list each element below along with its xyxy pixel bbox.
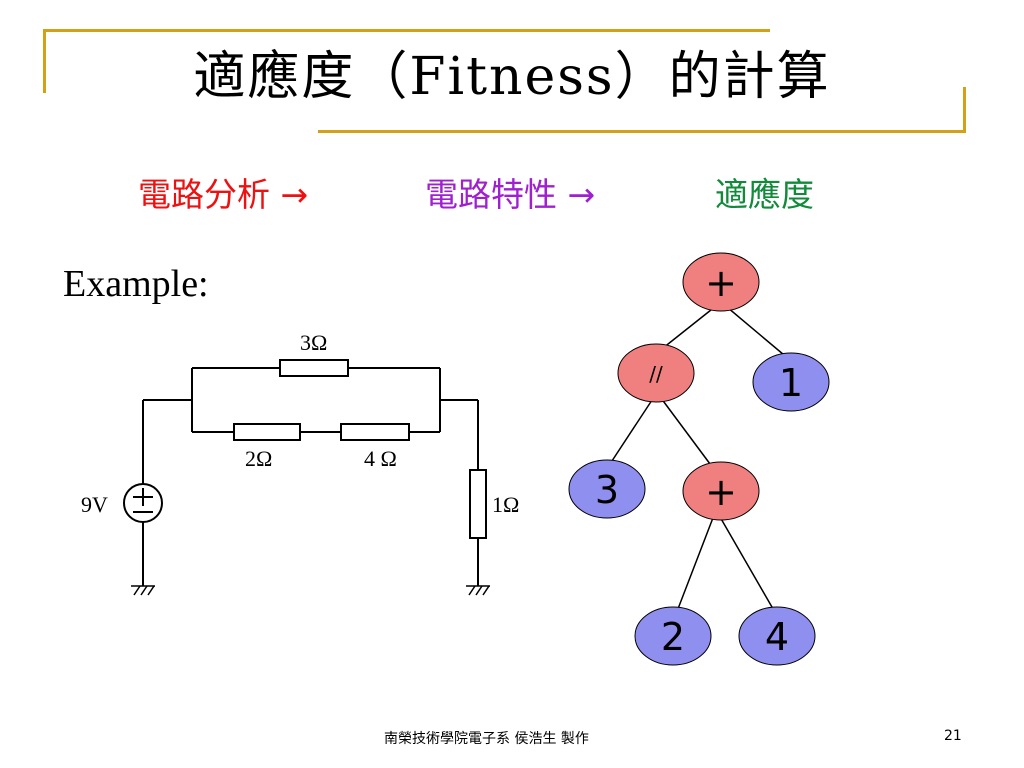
label-r-top: 3Ω: [300, 330, 327, 355]
tree-node-root-label: +: [705, 261, 737, 305]
tree-node-divide-label: //: [649, 362, 663, 386]
frame-left-line: [43, 29, 46, 93]
tree-node-three-label: 3: [595, 468, 619, 512]
frame-right-line: [963, 87, 966, 133]
slide-title: 適應度（Fitness）的計算: [193, 47, 831, 107]
flow-step-characteristics: 電路特性 →: [425, 175, 596, 214]
tree-node-four: 4: [738, 606, 816, 666]
tree-node-divide: //: [617, 343, 695, 403]
resistor-1ohm: [469, 469, 487, 539]
circuit-schematic: [142, 367, 479, 586]
tree-node-two-label: 2: [661, 615, 685, 659]
tree-node-plus: +: [682, 461, 760, 521]
label-source: 9V: [81, 492, 108, 517]
example-label: Example:: [63, 263, 209, 305]
frame-top-line: [43, 29, 770, 32]
flow-step-fitness: 適應度: [715, 175, 814, 214]
resistor-2ohm: [233, 423, 301, 441]
frame-bottom-line: [318, 130, 966, 133]
resistor-3ohm: [279, 359, 349, 377]
page-number: 21: [944, 728, 962, 744]
tree-edges: [607, 301, 791, 615]
tree-node-plus-label: +: [705, 470, 737, 514]
tree-node-root: +: [682, 252, 760, 312]
tree-node-four-label: 4: [765, 615, 789, 659]
ground-left-icon: [131, 585, 155, 596]
tree-node-two: 2: [634, 606, 712, 666]
ground-right-icon: [466, 585, 490, 596]
footer-credit: 南榮技術學院電子系 侯浩生 製作: [384, 731, 589, 747]
tree-node-one-label: 1: [779, 361, 803, 405]
label-r-left: 2Ω: [245, 446, 272, 471]
tree-node-three: 3: [568, 459, 646, 519]
tree-node-one: 1: [752, 352, 830, 412]
label-r-right: 1Ω: [492, 492, 519, 517]
resistor-4ohm: [340, 423, 410, 441]
voltage-source-icon: [123, 483, 163, 523]
flow-step-analysis: 電路分析 →: [138, 175, 309, 214]
label-r-mid: 4 Ω: [364, 446, 397, 471]
